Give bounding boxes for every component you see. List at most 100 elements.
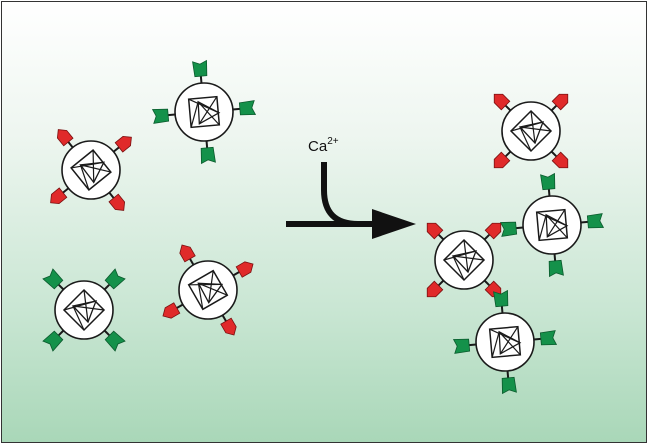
red-ligand xyxy=(484,222,502,240)
particle xyxy=(151,59,257,165)
ligand-tag xyxy=(540,172,556,197)
ligand-tag xyxy=(426,222,445,241)
green-ligand xyxy=(499,221,518,237)
core-face xyxy=(498,330,522,355)
core-edge xyxy=(545,214,568,239)
ligand-stem xyxy=(437,233,445,241)
ligand-stem xyxy=(168,113,176,117)
particle xyxy=(493,93,569,169)
reaction-arrow-curve xyxy=(321,162,359,227)
ligand-tag xyxy=(108,191,126,211)
core-edge xyxy=(452,255,485,261)
ligand-stem xyxy=(580,220,588,224)
core-edge xyxy=(519,126,532,152)
core-edge xyxy=(443,250,477,261)
ligand-tag xyxy=(42,329,65,352)
red-ligand xyxy=(551,93,569,111)
ligand-tag xyxy=(162,302,184,319)
ligand-tag xyxy=(452,338,477,354)
ligand-tag xyxy=(103,268,126,291)
core-outline xyxy=(70,149,112,191)
core-edge xyxy=(188,98,220,114)
octahedral-core xyxy=(442,238,486,282)
red-ligand xyxy=(108,193,126,211)
ligand-tag xyxy=(499,221,524,237)
core-edge xyxy=(499,326,519,355)
green-ligand xyxy=(104,268,126,290)
ligand-stem xyxy=(108,191,115,199)
red-ligand xyxy=(551,151,569,169)
ligand-stem xyxy=(205,140,209,148)
red-ligand xyxy=(220,317,237,336)
green-ligand xyxy=(151,108,170,124)
particle-shell xyxy=(178,260,238,320)
core-edge xyxy=(489,328,521,344)
red-ligand xyxy=(56,129,74,147)
reagent-label: Ca2+ xyxy=(308,136,339,155)
core-face xyxy=(451,250,478,274)
ligand-tag xyxy=(550,150,569,169)
core-outline xyxy=(535,208,569,242)
red-ligand xyxy=(114,135,132,153)
green-ligand xyxy=(104,330,126,352)
core-edge xyxy=(208,270,214,303)
particle xyxy=(42,268,126,352)
green-ligand xyxy=(200,146,216,165)
particle xyxy=(499,172,605,278)
particle xyxy=(50,129,132,211)
particle-shell xyxy=(174,82,234,142)
core-face xyxy=(197,100,221,125)
dispersed-particles-group xyxy=(42,59,257,352)
red-ligand xyxy=(179,244,196,263)
ligand-stem xyxy=(550,150,558,158)
ligand-tag xyxy=(580,213,605,229)
ligand-tag xyxy=(493,289,509,314)
core-edge xyxy=(538,214,547,241)
green-ligand xyxy=(540,172,556,191)
particle xyxy=(426,222,502,298)
core-edge xyxy=(498,331,521,356)
ligand-tag xyxy=(232,261,254,278)
core-face xyxy=(197,282,224,304)
ligand-tag xyxy=(179,244,196,266)
ligand-stem xyxy=(67,141,74,149)
ligand-tag xyxy=(550,93,569,112)
reaction-arrowhead xyxy=(372,209,416,239)
ligand-stem xyxy=(221,314,227,322)
green-ligand xyxy=(192,59,208,78)
core-edge xyxy=(71,161,104,169)
core-edge xyxy=(198,282,228,296)
core-edge xyxy=(80,164,112,173)
ligand-stem xyxy=(103,329,111,337)
core-edge xyxy=(72,305,105,311)
ligand-tag xyxy=(192,59,208,84)
ligand-stem xyxy=(553,253,557,261)
ligand-tag xyxy=(493,93,512,112)
ligand-stem xyxy=(103,283,111,291)
core-edge xyxy=(92,150,95,183)
octahedral-core xyxy=(488,325,522,359)
red-ligand xyxy=(426,222,444,240)
ligand-stem xyxy=(437,279,445,287)
green-ligand xyxy=(539,330,558,346)
red-ligand xyxy=(493,93,511,111)
green-ligand xyxy=(501,376,517,395)
ligand-stem xyxy=(547,189,551,197)
ligand-stem xyxy=(57,283,65,291)
ligand-tag xyxy=(112,135,132,153)
particle xyxy=(162,244,254,336)
particle-shell xyxy=(61,140,121,200)
ligand-stem xyxy=(199,76,203,84)
ligand-tag xyxy=(426,279,445,298)
core-edge xyxy=(72,305,85,331)
red-ligand xyxy=(235,261,254,278)
core-face xyxy=(545,213,569,238)
ligand-stem xyxy=(504,104,512,112)
ligand-stem xyxy=(550,104,558,112)
reagent-charge: 2+ xyxy=(327,136,339,147)
ligand-tag xyxy=(200,140,216,165)
ligand-stem xyxy=(504,150,512,158)
core-edge xyxy=(536,211,568,227)
ligand-stem xyxy=(500,306,504,314)
